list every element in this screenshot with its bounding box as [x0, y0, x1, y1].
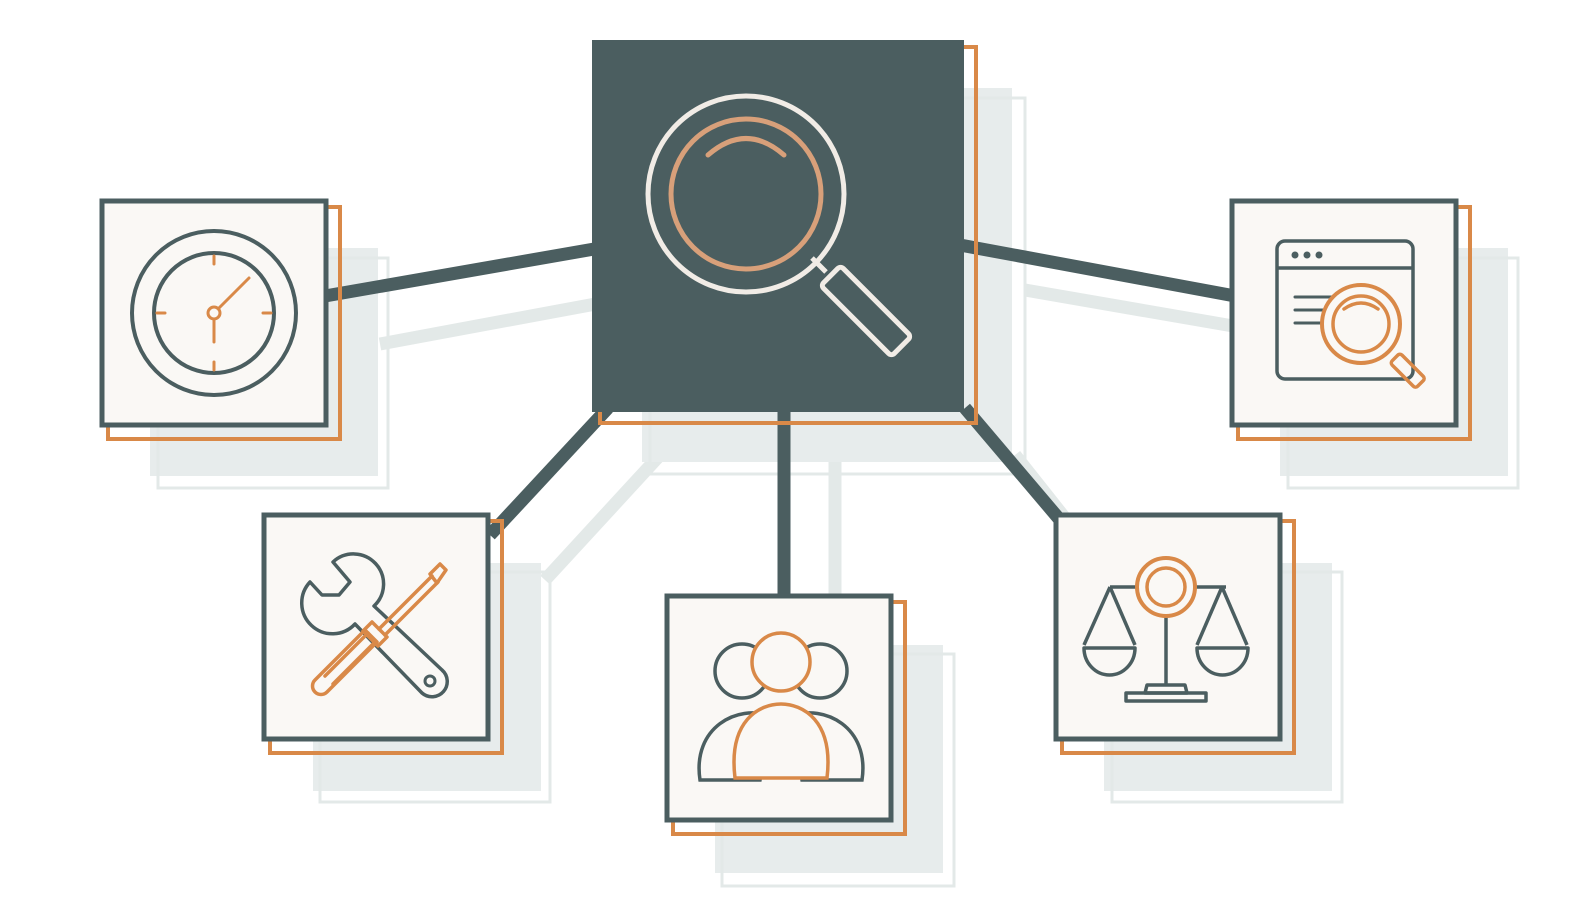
node-justice [1053, 512, 1296, 755]
browser-search-icon [1275, 239, 1426, 389]
node-time [99, 198, 342, 441]
connector-web-search [958, 238, 1237, 303]
connectors [323, 238, 1237, 598]
wrench-screwdriver-icon [299, 552, 449, 699]
connector-time [323, 241, 602, 303]
node-web-search [1229, 198, 1472, 441]
hub-node [592, 40, 978, 425]
connector-justice [960, 403, 1065, 525]
node-tools [261, 512, 504, 755]
clock-icon [130, 229, 298, 397]
balance-scale-icon [1082, 556, 1250, 703]
connector-tools [485, 403, 613, 540]
people-group-icon [697, 631, 865, 782]
magnifying-glass-icon [645, 93, 913, 358]
node-people [664, 593, 907, 836]
